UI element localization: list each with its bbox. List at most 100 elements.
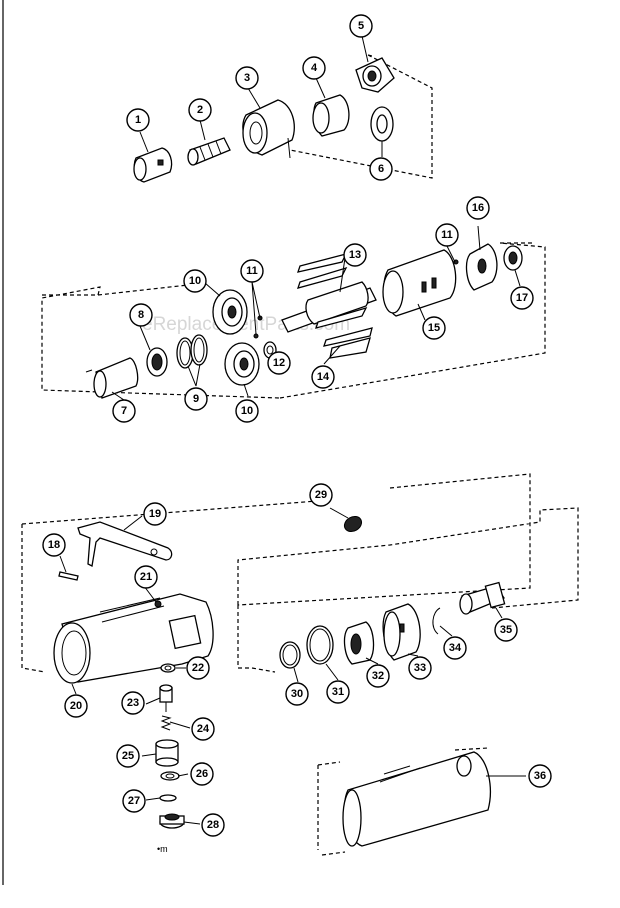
- callout-1: 1: [126, 108, 150, 132]
- svg-text:3: 3: [244, 72, 250, 84]
- svg-text:13: 13: [349, 249, 361, 261]
- part-22-washer: [160, 663, 176, 673]
- callout-30: 30: [285, 682, 309, 706]
- part-25-plug: [155, 739, 179, 767]
- callout-20: 20: [64, 694, 88, 718]
- part-26-washer: [160, 771, 180, 781]
- part-36-handle-sleeve: [342, 751, 491, 847]
- part-28-nut: [159, 813, 185, 829]
- svg-text:28: 28: [207, 819, 219, 831]
- footnote-mark: •m: [157, 844, 168, 854]
- svg-text:35: 35: [500, 624, 512, 636]
- callout-35: 35: [494, 618, 518, 642]
- callout-31: 31: [326, 680, 350, 704]
- part-18-pin: [58, 571, 79, 581]
- part-15-cylinder: [382, 249, 457, 317]
- part-20-main-housing: [53, 593, 214, 684]
- callout-14: 14: [311, 365, 335, 389]
- svg-text:25: 25: [122, 750, 134, 762]
- svg-text:36: 36: [534, 770, 546, 782]
- svg-text:11: 11: [246, 265, 258, 277]
- part-24-spring: [160, 715, 172, 731]
- assembly-outline-lower: [21, 473, 579, 673]
- svg-text:10: 10: [189, 275, 201, 287]
- callout-10-upper: 10: [183, 269, 207, 293]
- svg-text:19: 19: [149, 508, 161, 520]
- callout-27: 27: [122, 789, 146, 813]
- svg-text:4: 4: [311, 62, 318, 74]
- svg-text:18: 18: [48, 539, 60, 551]
- callout-36: 36: [528, 764, 552, 788]
- part-1-cap: [133, 147, 173, 183]
- part-17-bearing: [503, 245, 523, 271]
- svg-text:21: 21: [140, 571, 152, 583]
- svg-text:14: 14: [317, 371, 330, 383]
- assembly-outline-top: [289, 54, 433, 179]
- svg-text:6: 6: [378, 163, 384, 175]
- callout-24: 24: [191, 717, 215, 741]
- svg-text:11: 11: [441, 229, 453, 241]
- part-10-upper-endplate: [212, 289, 248, 335]
- part-27-oring: [159, 794, 177, 802]
- svg-text:33: 33: [414, 662, 426, 674]
- part-35-inlet: [459, 581, 506, 615]
- part-33-valve-body: [382, 603, 421, 661]
- part-7-spindle: [85, 357, 139, 399]
- callout-22: 22: [186, 656, 210, 680]
- callout-11-left: 11: [240, 259, 264, 283]
- callout-6: 6: [369, 157, 393, 181]
- svg-text:8: 8: [138, 309, 144, 321]
- svg-text:27: 27: [128, 795, 140, 807]
- svg-text:22: 22: [192, 662, 204, 674]
- callout-33: 33: [408, 656, 432, 680]
- svg-text:16: 16: [472, 202, 484, 214]
- svg-text:1: 1: [135, 114, 141, 126]
- callout-19: 19: [143, 502, 167, 526]
- part-13-rotor: [281, 253, 377, 333]
- callout-16: 16: [466, 196, 490, 220]
- callout-10-lower: 10: [235, 399, 259, 423]
- assembly-outline-bottom: [317, 747, 489, 856]
- part-23-valve-pin: [159, 684, 173, 712]
- part-6-washer: [370, 106, 394, 142]
- callout-29: 29: [309, 483, 333, 507]
- part-5-bracket: [355, 57, 395, 93]
- callout-9: 9: [184, 387, 208, 411]
- svg-text:5: 5: [358, 20, 364, 32]
- callout-28: 28: [201, 813, 225, 837]
- callout-34: 34: [443, 636, 467, 660]
- callout-23: 23: [121, 691, 145, 715]
- part-34-clip: [432, 607, 441, 635]
- svg-text:12: 12: [273, 357, 285, 369]
- svg-text:34: 34: [449, 642, 462, 654]
- callout-7: 7: [112, 399, 136, 423]
- part-3-housing: [242, 99, 295, 159]
- callout-26: 26: [190, 762, 214, 786]
- svg-text:9: 9: [193, 393, 199, 405]
- part-32-bushing: [343, 621, 375, 665]
- part-2-collet: [187, 137, 231, 166]
- callout-4: 4: [302, 56, 326, 80]
- callout-25: 25: [116, 744, 140, 768]
- svg-text:17: 17: [516, 292, 528, 304]
- svg-text:15: 15: [428, 322, 440, 334]
- svg-text:30: 30: [291, 688, 303, 700]
- part-19-lever: [77, 521, 173, 567]
- part-21-screw: [154, 600, 162, 608]
- callout-12: 12: [267, 351, 291, 375]
- svg-text:10: 10: [241, 405, 253, 417]
- part-16-rear-plate: [465, 243, 498, 291]
- callout-2: 2: [188, 98, 212, 122]
- callout-21: 21: [134, 565, 158, 589]
- svg-text:29: 29: [315, 489, 327, 501]
- part-10-lower-endplate: [224, 342, 260, 386]
- callout-17: 17: [510, 286, 534, 310]
- part-9-orings: [176, 334, 208, 369]
- callout-18: 18: [42, 533, 66, 557]
- svg-text:31: 31: [332, 686, 344, 698]
- part-30-ring: [279, 641, 301, 669]
- part-4-sleeve: [312, 94, 350, 137]
- svg-text:20: 20: [70, 700, 82, 712]
